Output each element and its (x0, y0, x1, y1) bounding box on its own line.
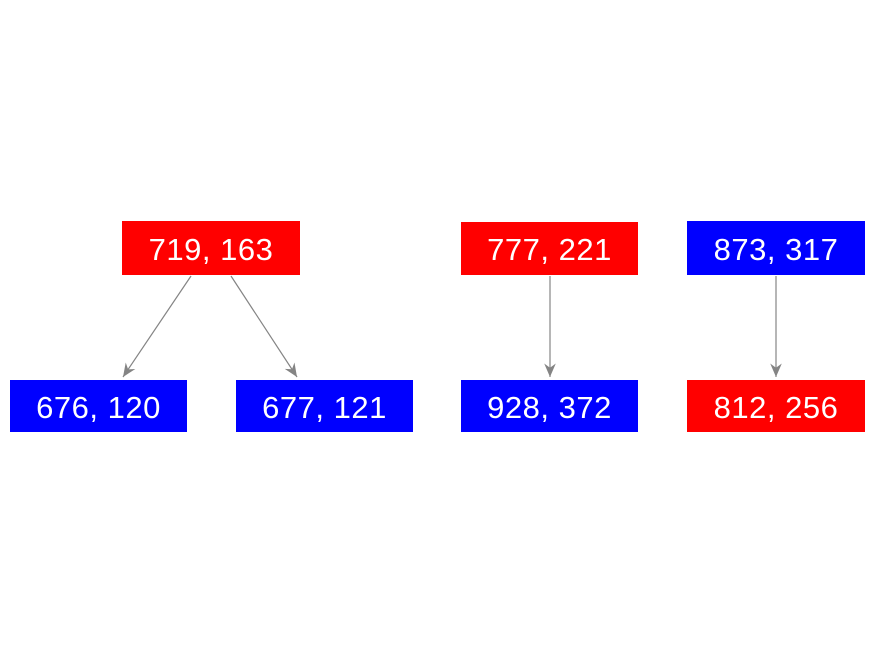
node-777-221: 777, 221 (461, 222, 638, 275)
node-label: 873, 317 (713, 231, 839, 267)
node-label: 812, 256 (713, 389, 839, 425)
node-label: 777, 221 (487, 232, 612, 267)
edge-719-676 (122, 275, 192, 378)
node-812-256: 812, 256 (687, 380, 865, 432)
node-label: 677, 121 (262, 389, 387, 425)
node-label: 928, 372 (487, 389, 612, 425)
node-677-121: 677, 121 (236, 380, 413, 432)
node-676-120: 676, 120 (10, 380, 187, 432)
edges-group (122, 275, 782, 378)
node-719-163: 719, 163 (122, 221, 300, 275)
node-label: 676, 120 (36, 389, 161, 425)
node-873-317: 873, 317 (687, 221, 865, 275)
node-label: 719, 163 (148, 231, 274, 267)
node-928-372: 928, 372 (461, 380, 638, 432)
edge-719-677 (230, 275, 298, 378)
